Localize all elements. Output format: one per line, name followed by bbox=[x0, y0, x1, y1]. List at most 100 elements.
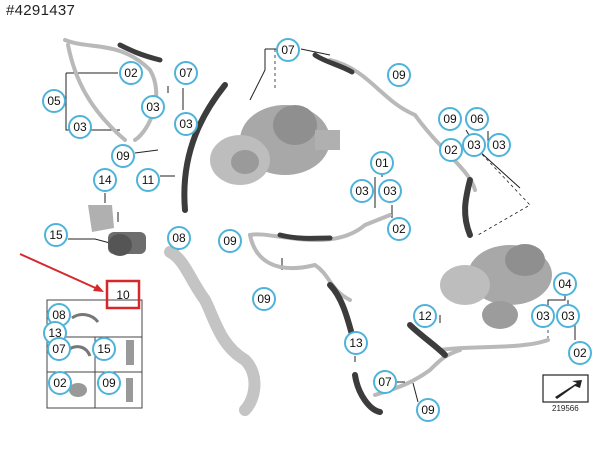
callout-label: 09 bbox=[421, 403, 435, 417]
callout-c9[interactable]: 14 bbox=[93, 168, 117, 192]
callout-circle bbox=[174, 61, 198, 85]
callout-c7[interactable]: 09 bbox=[111, 144, 135, 168]
callout-circle bbox=[68, 115, 92, 139]
callout-c35[interactable]: 07 bbox=[47, 337, 71, 361]
callout-c4[interactable]: 03 bbox=[68, 115, 92, 139]
callout-circle bbox=[276, 38, 300, 62]
callout-circle bbox=[373, 370, 397, 394]
callout-label: 03 bbox=[492, 138, 506, 152]
callout-c32[interactable]: 02 bbox=[568, 341, 592, 365]
callout-label: 09 bbox=[223, 234, 237, 248]
callout-c36[interactable]: 15 bbox=[92, 337, 116, 361]
callout-circle bbox=[387, 63, 411, 87]
callout-circle bbox=[350, 179, 374, 203]
diagram-id: #4291437 bbox=[6, 2, 76, 19]
callout-circle bbox=[93, 168, 117, 192]
callout-c2[interactable]: 07 bbox=[174, 61, 198, 85]
callout-c33[interactable]: 08 bbox=[47, 303, 71, 327]
callout-c23[interactable]: 09 bbox=[438, 107, 462, 131]
callout-c29[interactable]: 04 bbox=[553, 272, 577, 296]
callout-c14[interactable]: 01 bbox=[370, 151, 394, 175]
callout-circle bbox=[92, 337, 116, 361]
callout-label: 09 bbox=[392, 68, 406, 82]
callout-circle bbox=[531, 304, 555, 328]
callout-circle bbox=[252, 287, 276, 311]
callout-circle bbox=[370, 151, 394, 175]
hoses bbox=[117, 42, 473, 415]
orientation-arrow-box bbox=[542, 374, 589, 403]
callout-circle bbox=[378, 179, 402, 203]
callout-c3[interactable]: 05 bbox=[42, 89, 66, 113]
callout-circle bbox=[556, 304, 580, 328]
callout-circle bbox=[218, 229, 242, 253]
callout-c25[interactable]: 12 bbox=[413, 304, 437, 328]
callout-c30[interactable]: 03 bbox=[531, 304, 555, 328]
callout-label: 03 bbox=[73, 120, 87, 134]
callout-c17[interactable]: 02 bbox=[387, 217, 411, 241]
callout-c19[interactable]: 06 bbox=[465, 107, 489, 131]
callout-c5[interactable]: 03 bbox=[141, 95, 165, 119]
callout-circle bbox=[44, 223, 68, 247]
callout-c20[interactable]: 02 bbox=[439, 138, 463, 162]
callout-label: 07 bbox=[52, 342, 66, 356]
callout-label: 07 bbox=[179, 66, 193, 80]
callout-label: 02 bbox=[573, 346, 587, 360]
highlight-arrow bbox=[19, 253, 104, 292]
callout-c21[interactable]: 03 bbox=[462, 133, 486, 157]
turbocharger-upper bbox=[210, 105, 340, 185]
callout-c13[interactable]: 09 bbox=[387, 63, 411, 87]
callout-label: 06 bbox=[470, 112, 484, 126]
callout-label: 13 bbox=[349, 336, 363, 350]
callout-c10[interactable]: 15 bbox=[44, 223, 68, 247]
callout-c38[interactable]: 09 bbox=[97, 371, 121, 395]
figure-number: 219566 bbox=[552, 404, 579, 413]
callout-circle bbox=[413, 304, 437, 328]
callout-circle bbox=[167, 226, 191, 250]
callout-c26[interactable]: 13 bbox=[344, 331, 368, 355]
callout-label: 12 bbox=[418, 309, 432, 323]
callout-label: 14 bbox=[98, 173, 112, 187]
callout-circle bbox=[387, 217, 411, 241]
callout-label: 05 bbox=[47, 94, 61, 108]
callout-label: 11 bbox=[142, 173, 155, 187]
callout-c18[interactable]: 09 bbox=[218, 229, 242, 253]
callout-c11[interactable]: 08 bbox=[167, 226, 191, 250]
callout-circle bbox=[553, 272, 577, 296]
callout-c8[interactable]: 11 bbox=[136, 168, 160, 192]
callout-circle bbox=[141, 95, 165, 119]
callout-c15[interactable]: 03 bbox=[350, 179, 374, 203]
callout-label: 03 bbox=[561, 309, 575, 323]
callout-label: 09 bbox=[102, 376, 116, 390]
callout-circle bbox=[462, 133, 486, 157]
callout-c24[interactable]: 09 bbox=[252, 287, 276, 311]
callout-label: 15 bbox=[49, 228, 63, 242]
callout-c31[interactable]: 03 bbox=[556, 304, 580, 328]
callout-circle bbox=[439, 138, 463, 162]
callout-c37[interactable]: 02 bbox=[48, 371, 72, 395]
coolant-pump bbox=[88, 205, 146, 256]
callout-c12[interactable]: 07 bbox=[276, 38, 300, 62]
callout-label: 09 bbox=[443, 112, 457, 126]
turbocharger-lower bbox=[440, 244, 552, 329]
callout-c27[interactable]: 07 bbox=[373, 370, 397, 394]
callout-label: 07 bbox=[378, 375, 392, 389]
callout-label: 09 bbox=[116, 149, 130, 163]
callout-label: 08 bbox=[172, 231, 186, 245]
callout-label: 03 bbox=[536, 309, 550, 323]
callout-circle bbox=[416, 398, 440, 422]
callout-c28[interactable]: 09 bbox=[416, 398, 440, 422]
callout-label: 08 bbox=[52, 308, 66, 322]
callout-c16[interactable]: 03 bbox=[378, 179, 402, 203]
highlighted-part-label: 10 bbox=[116, 288, 130, 302]
callout-label: 03 bbox=[146, 100, 160, 114]
callout-label: 03 bbox=[383, 184, 397, 198]
callout-c1[interactable]: 02 bbox=[119, 61, 143, 85]
highlighted-part-frame bbox=[105, 279, 141, 310]
dashed-references bbox=[274, 49, 549, 340]
callout-c6[interactable]: 03 bbox=[174, 112, 198, 136]
callout-c22[interactable]: 03 bbox=[487, 133, 511, 157]
callout-circle bbox=[568, 341, 592, 365]
callout-circle bbox=[48, 371, 72, 395]
